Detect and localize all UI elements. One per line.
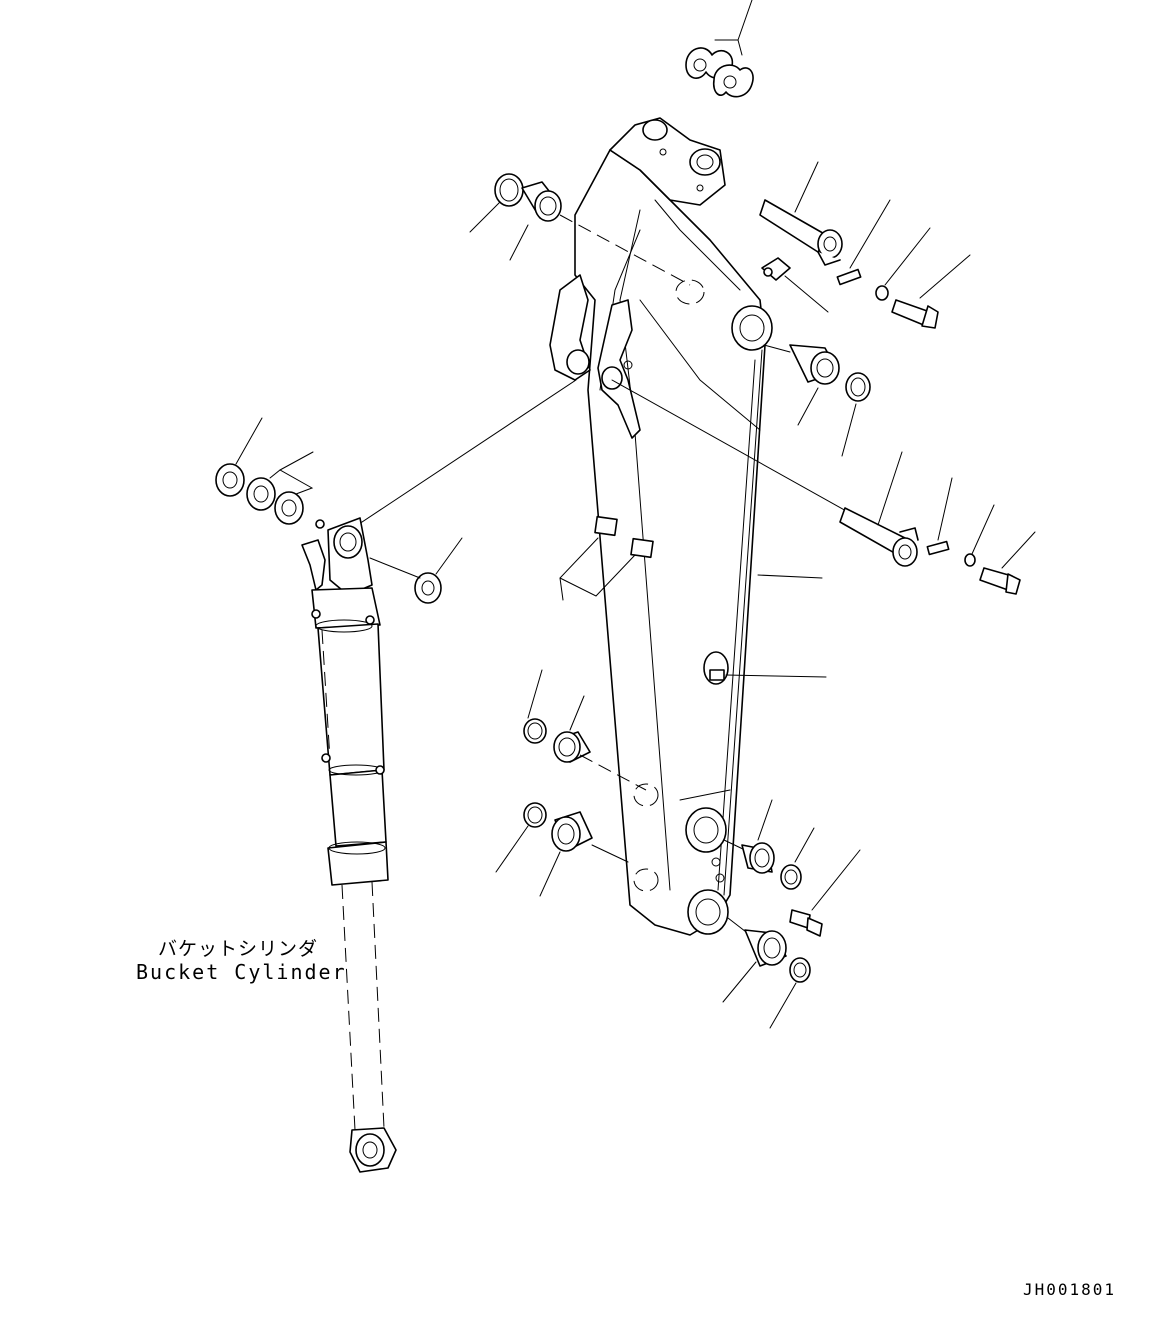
drawing-id: JH001801 xyxy=(1023,1280,1117,1299)
upper-left-bushing-group xyxy=(469,173,691,286)
arm-body xyxy=(549,117,773,936)
lower-left-bushing-group xyxy=(495,669,647,897)
middle-right-pin-group xyxy=(611,379,1036,595)
bucket-cylinder-label-jp: バケットシリンダ xyxy=(158,938,319,960)
bucket-cylinder-label-en: Bucket Cylinder xyxy=(136,960,347,984)
upper-right-pin-group xyxy=(759,161,971,329)
bucket-cylinder xyxy=(301,379,577,1173)
cylinder-shim-group xyxy=(215,417,463,604)
right-bushing-group xyxy=(763,344,871,457)
leader-lines xyxy=(559,537,827,678)
top-shim-set xyxy=(685,0,754,98)
lower-right-bushing-group xyxy=(722,799,861,1029)
